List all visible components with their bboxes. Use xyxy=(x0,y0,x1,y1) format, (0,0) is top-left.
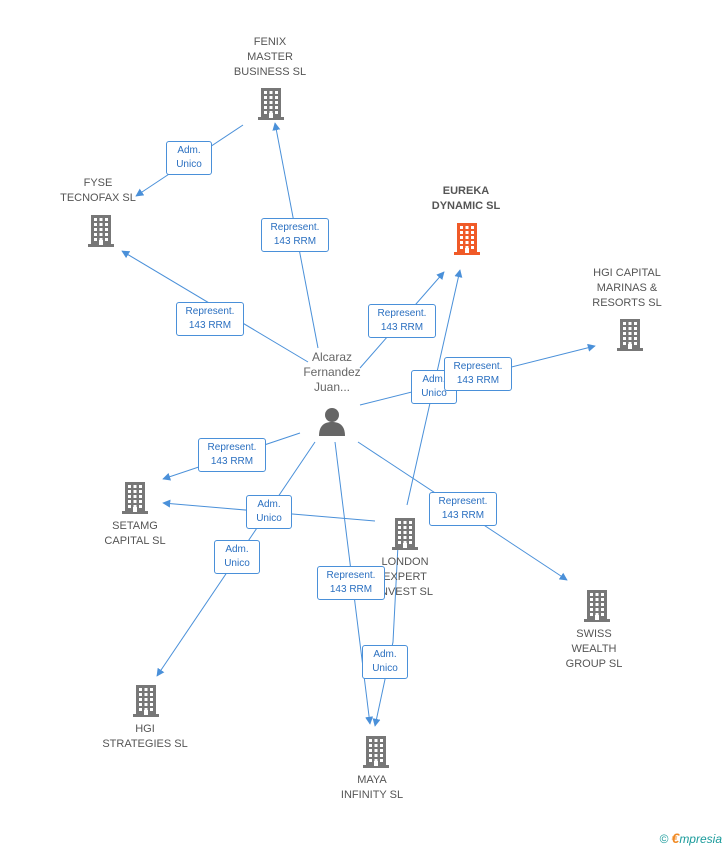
company-label-swiss[interactable]: SWISS WEALTH GROUP SL xyxy=(534,627,654,672)
edge-label-line: Unico xyxy=(176,159,202,170)
company-label-line: CAPITAL SL xyxy=(104,535,166,547)
company-label-fyse[interactable]: FYSE TECNOFAX SL xyxy=(38,176,158,206)
brand-name: mpresia xyxy=(679,832,722,846)
company-label-line: MARINAS & xyxy=(596,281,658,294)
company-label-line: DYNAMIC SL xyxy=(431,200,501,212)
company-label-line: FYSE xyxy=(83,177,113,189)
person-name-line: Alcaraz xyxy=(311,350,352,364)
edge-label-line: Unico xyxy=(256,513,282,524)
building-icon[interactable] xyxy=(389,516,421,555)
edge-label-line: Adm. xyxy=(225,544,249,555)
edge-label-line: 143 RRM xyxy=(456,375,500,386)
company-label-line: INFINITY SL xyxy=(340,789,404,801)
copyright-symbol: © xyxy=(659,832,669,846)
company-label-line: HGI CAPITAL xyxy=(593,266,661,279)
edge-london-to-maya xyxy=(372,544,399,727)
company-label-line: MAYA xyxy=(357,774,387,786)
empresia-watermark: ©€mpresia xyxy=(660,830,722,846)
edge-label-line: 143 RRM xyxy=(441,510,485,521)
building-icon[interactable] xyxy=(581,588,613,627)
edge-label-line: Represent. xyxy=(453,361,503,372)
edge-label-line: Represent. xyxy=(185,306,235,317)
company-label-line: LONDON xyxy=(381,555,429,568)
edge-label-person-to-maya[interactable]: Represent. 143 RRM xyxy=(317,566,385,600)
company-label-fenix[interactable]: FENIX MASTER BUSINESS SL xyxy=(210,35,330,80)
edge-label-line: Represent. xyxy=(438,496,488,507)
person-name-line: Juan... xyxy=(313,380,351,394)
company-label-maya[interactable]: MAYA INFINITY SL xyxy=(312,773,432,803)
company-label-line: HGI xyxy=(135,723,155,735)
building-icon[interactable] xyxy=(614,317,646,356)
building-icon[interactable] xyxy=(360,734,392,773)
company-label-hgicap[interactable]: HGI CAPITAL MARINAS & RESORTS SL xyxy=(567,266,687,311)
company-label-line: STRATEGIES SL xyxy=(102,738,188,750)
edge-label-person-to-fyse[interactable]: Represent. 143 RRM xyxy=(176,302,244,336)
edge-label-person-to-hgicap[interactable]: Represent. 143 RRM xyxy=(444,357,512,391)
company-label-line: SWISS xyxy=(576,627,612,640)
company-label-line: TECNOFAX SL xyxy=(60,192,136,204)
building-icon[interactable] xyxy=(451,221,483,260)
company-label-line: EUREKA xyxy=(442,185,490,197)
company-label-line: SETAMG xyxy=(112,520,158,532)
building-icon[interactable] xyxy=(255,86,287,125)
edge-label-line: 143 RRM xyxy=(210,456,254,467)
company-label-hgistr[interactable]: HGI STRATEGIES SL xyxy=(85,722,205,752)
building-icon[interactable] xyxy=(85,213,117,252)
edge-label-person-to-setamg[interactable]: Represent. 143 RRM xyxy=(198,438,266,472)
building-icon[interactable] xyxy=(119,480,151,519)
company-label-line: WEALTH xyxy=(571,642,617,655)
edge-label-person-to-eureka[interactable]: Represent. 143 RRM xyxy=(368,304,436,338)
edge-label-line: Represent. xyxy=(270,222,320,233)
edge-label-london-to-maya[interactable]: Adm. Unico xyxy=(362,645,408,679)
edge-label-line: 143 RRM xyxy=(329,584,373,595)
company-label-london[interactable]: LONDON EXPERT INVEST SL xyxy=(345,555,465,600)
edge-label-line: Represent. xyxy=(207,442,257,453)
edge-label-line: Adm. xyxy=(177,145,201,156)
edge-label-line: 143 RRM xyxy=(380,322,424,333)
edge-label-line: Adm. xyxy=(373,649,397,660)
edge-label-person-to-hgistr[interactable]: Adm. Unico xyxy=(214,540,260,574)
edge-label-line: 143 RRM xyxy=(273,236,317,247)
edge-label-person-to-fenix[interactable]: Represent. 143 RRM xyxy=(261,218,329,252)
company-label-line: MASTER xyxy=(247,50,293,63)
edge-label-line: Adm. xyxy=(422,374,446,385)
edge-label-line: Represent. xyxy=(326,570,376,581)
edge-label-london-to-setamg[interactable]: Adm. Unico xyxy=(246,495,292,529)
edge-label-line: 143 RRM xyxy=(188,320,232,331)
company-label-line: GROUP SL xyxy=(565,657,623,670)
edge-label-line: Unico xyxy=(421,388,447,399)
person-name-line: Fernandez xyxy=(303,365,361,379)
edge-label-fenix-to-fyse[interactable]: Adm. Unico xyxy=(166,141,212,175)
brand-initial: € xyxy=(671,830,680,846)
edge-label-line: Unico xyxy=(372,663,398,674)
edge-label-line: Unico xyxy=(224,558,250,569)
company-label-setamg[interactable]: SETAMG CAPITAL SL xyxy=(75,519,195,549)
company-label-line: FENIX xyxy=(253,35,287,48)
building-icon[interactable] xyxy=(130,683,162,722)
company-label-line: BUSINESS SL xyxy=(233,65,307,78)
edge-label-line: Represent. xyxy=(377,308,427,319)
person-icon[interactable] xyxy=(317,406,347,441)
company-label-eureka[interactable]: EUREKA DYNAMIC SL xyxy=(406,184,526,214)
edge-label-line: Adm. xyxy=(257,499,281,510)
company-label-line: EXPERT xyxy=(383,570,427,583)
company-label-line: RESORTS SL xyxy=(592,296,662,309)
edge-label-person-to-swiss[interactable]: Represent. 143 RRM xyxy=(429,492,497,526)
company-label-line: INVEST SL xyxy=(376,585,434,598)
